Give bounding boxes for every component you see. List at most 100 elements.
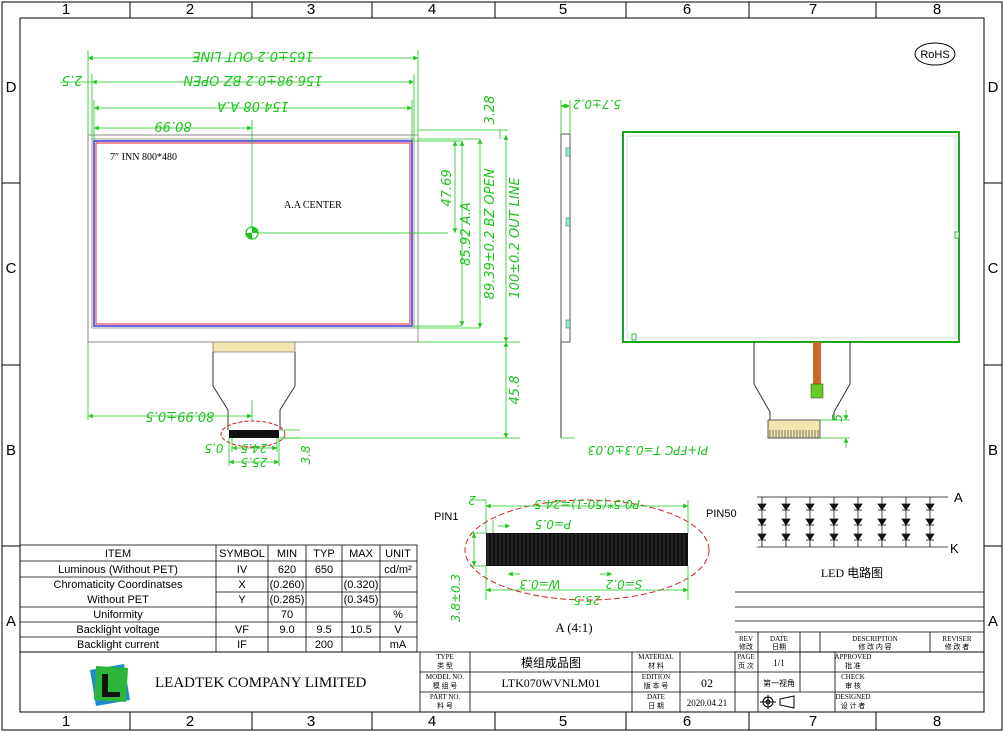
material-label-cn: 材 料 [648,661,664,670]
anode-label: A [954,490,963,505]
designed-label: DESIGNED [836,693,871,701]
grid-col-label: 5 [559,713,567,730]
reviser-label-cn: 修 改 者 [945,642,970,651]
spec-cell: (0.320) [344,579,379,591]
spec-cell: (0.260) [270,579,305,591]
dim-thickness: 5.7±0.2 [573,97,621,111]
led-diode-icon [757,518,767,526]
led-diode-icon [877,518,887,526]
aa-rect [93,140,413,327]
spec-header-cell: MAX [349,548,374,560]
led-diode-icon [757,533,767,541]
spec-cell: 70 [281,609,293,621]
grid-col-label: 4 [428,1,436,18]
rev-label-cn: 修改 [739,642,753,651]
spec-cell: mA [390,639,407,651]
led-diode-icon [853,518,863,526]
grid-row-label: C [6,260,17,277]
dim-pitch: P=0.5 [535,517,571,531]
dim-center-x: 80.99 [154,118,191,133]
date-label-cn: 日 期 [648,702,664,710]
led-diode-icon [901,503,911,511]
dim-fpc-center: 80.99±0.5 [146,408,215,423]
grid-col-label: 3 [307,713,315,730]
grid-row-label: A [6,613,16,630]
fpc-outline [212,352,296,430]
check-label: CHECK [841,673,865,681]
rev-date-label: DATE [770,635,788,643]
grid-row-label: C [988,260,999,277]
spec-cell: 200 [315,639,333,651]
led-diode-icon [781,533,791,541]
grid-col-label: 8 [933,713,941,730]
dim-outline-height: 100±0.2 OUT LINE [508,177,523,299]
grid-col-label: 2 [186,1,194,18]
spec-header-cell: SYMBOL [219,548,265,560]
side-view: 5.7±0.2 PI+FPC T=0.3±0.03 [560,97,708,457]
led-diode-icon [853,533,863,541]
reviser-label: REVISER [942,635,972,643]
page-label: PAGE [737,653,755,661]
grid-col-label: 1 [62,713,70,730]
led-diode-icon [781,503,791,511]
model-label: MODEL NO. [426,673,464,681]
spec-cell: cd/m² [384,564,412,576]
dim-pitch-total: P0.5*(50-1)=24.5 [534,497,640,511]
dim-aa-height: 85.92 A.A [459,202,474,266]
rev-date-label-cn: 日期 [772,643,786,651]
grid-row-label: B [6,442,16,459]
check-label-cn: 审 核 [845,681,861,690]
led-caption: LED 电路图 [821,565,883,580]
spec-cell: Without PET [87,594,149,606]
spec-header-cell: UNIT [385,548,411,560]
led-diode-icon [805,533,815,541]
title-block: LEADTEK COMPANY LIMITED TYPE 类 型 模组成品图 M… [19,591,985,713]
material-label: MATERIAL [638,653,673,661]
grid-col-label: 6 [683,1,691,18]
spec-header-cell: ITEM [105,548,131,560]
edition-label: EDITION [642,673,670,681]
dim-detail-total-width: 25.5 [574,593,601,607]
spec-cell: IV [237,564,248,576]
grid-labels: 1 2 3 4 5 6 7 8 1 2 3 4 5 6 7 8 D C B A … [6,1,999,730]
led-diode-icon [781,518,791,526]
fpc-stiffener [212,341,296,353]
led-circuit: A K LED 电路图 [757,490,963,580]
dim-tab: 5 [831,414,846,422]
dim-left-margin: 2.5 [62,72,83,87]
date-value: 2020.04.21 [687,698,728,708]
grid-row-label: D [6,79,17,96]
view-method: 第一视角 [763,678,795,688]
grid-col-label: 3 [307,1,315,18]
fpc-contacts [229,430,279,438]
spec-cell: Y [238,594,246,606]
spec-cell: IF [237,639,247,651]
desc-label-cn: 修 改 内 容 [858,642,891,651]
pin50-label: PIN50 [706,508,737,520]
model-label-cn: 模 组 号 [433,681,458,690]
dim-fpc-pitch-width: 24.5 [241,441,268,455]
detail-a: PIN1 PIN50 2 P0.5*(50-1)=24.5 P=0.5 W=0.… [434,493,737,635]
dim-outline-width: 165±0.2 OUT LINE [192,48,314,63]
dim-aa-width: 154.08 A.A [217,98,289,113]
led-diode-icon [925,503,935,511]
company-logo [90,664,130,706]
spec-cell: V [394,624,402,636]
part-label: PART NO. [430,693,461,701]
spec-cell: Luminous (Without PET) [58,564,178,576]
dim-fpc-tail: 3.8 [299,445,313,464]
spec-cell: 9.5 [316,624,331,636]
led-diode-icon [925,518,935,526]
led-diode-icon [805,503,815,511]
grid-row-label: A [988,613,998,630]
grid-row-label: B [988,442,998,459]
type-label: TYPE [436,653,454,661]
led-diode-icon [829,518,839,526]
back-view: 5 [622,131,960,448]
dim-fpc-length: 45.8 [508,376,523,405]
grid-col-label: 4 [428,713,436,730]
spec-cell: 10.5 [350,624,371,636]
dim-fpc-thickness: PI+FPC T=0.3±0.03 [588,443,708,457]
grid-col-label: 5 [559,1,567,18]
